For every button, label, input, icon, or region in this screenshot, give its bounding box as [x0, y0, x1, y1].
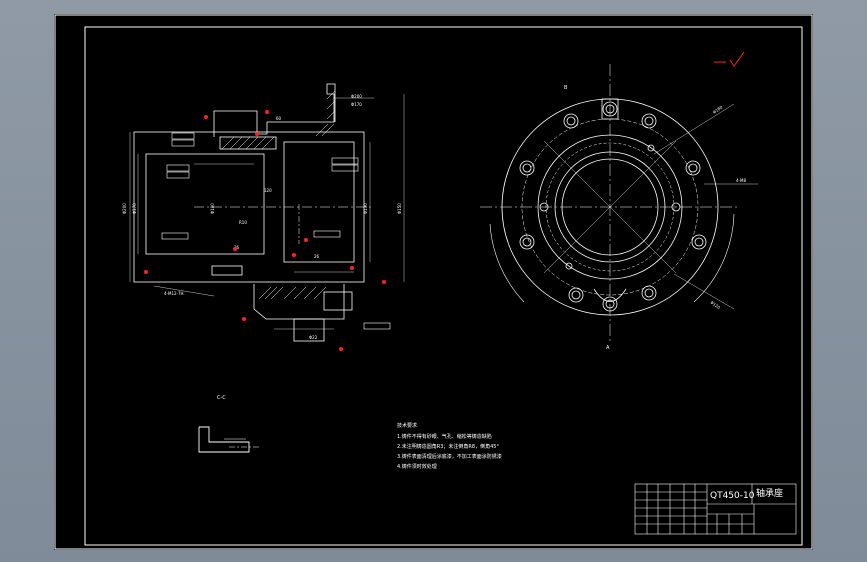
notes-heading: 技术要求: [397, 422, 417, 429]
pcd-label: Φ180: [712, 104, 724, 115]
dim-text: 26: [314, 254, 320, 259]
dim-text: 26: [234, 245, 240, 250]
section-label-A: A: [606, 345, 610, 351]
dimension-texts: Φ200 Φ170 60 120 26 26 R10 Φ22 Φ200 Φ170…: [122, 94, 402, 340]
flange-view: [480, 64, 758, 344]
dim-text: Φ200: [122, 203, 127, 214]
dim-text: Φ170: [351, 102, 362, 107]
dim-text: Φ130: [363, 203, 368, 214]
dim-text: 120: [264, 188, 272, 193]
note-line: 4.铸件须时效处理: [397, 463, 437, 470]
dim-text: Φ170: [132, 203, 137, 214]
hatch-bottom: [258, 286, 327, 300]
note-line: 1.铸件不得有砂眼、气孔、缩松等铸造缺陷: [397, 433, 492, 440]
hole-callout: 4-M12-7H: [164, 291, 184, 296]
hatch-top: [221, 90, 336, 150]
note-line: 2.未注明铸造圆角R3；未注倒角R8，倒角45°: [397, 443, 499, 450]
section-cc-detail: [198, 426, 259, 453]
title-block: [634, 483, 797, 535]
dim-text: Φ100: [210, 203, 215, 214]
part-name: 轴承座: [756, 487, 783, 499]
dim-text: Φ200: [351, 94, 362, 99]
dim-text: Φ150: [397, 203, 402, 214]
drawing-sheet: Φ200 Φ170 60 120 26 26 R10 Φ22 Φ200 Φ170…: [54, 14, 813, 550]
bore-label: Φ120: [709, 300, 721, 311]
dim-text: 60: [276, 116, 282, 121]
general-roughness-mark: [714, 51, 745, 67]
note-line: 3.铸件表面清理后涂底漆，不加工表面涂防锈漆: [397, 453, 502, 460]
inner-border: [84, 26, 803, 546]
dim-text: Φ22: [309, 335, 318, 340]
cad-drawing: Φ200 Φ170 60 120 26 26 R10 Φ22 Φ200 Φ170…: [54, 14, 813, 550]
section-cc-label: C-C: [217, 395, 226, 401]
outer-border: [54, 14, 813, 550]
bolt-holes: [519, 101, 707, 312]
dim-text: R10: [239, 220, 247, 225]
technical-notes: 技术要求 1.铸件不得有砂眼、气孔、缩松等铸造缺陷 2.未注明铸造圆角R3；未注…: [397, 422, 502, 470]
roughness-marks: [144, 110, 386, 351]
section-label-B: B: [564, 85, 568, 91]
tolerance-frames: [161, 132, 391, 330]
material-code: QT450-10: [710, 491, 755, 501]
section-view: [129, 83, 405, 342]
hole-callout-2: 4-M8: [736, 178, 746, 183]
